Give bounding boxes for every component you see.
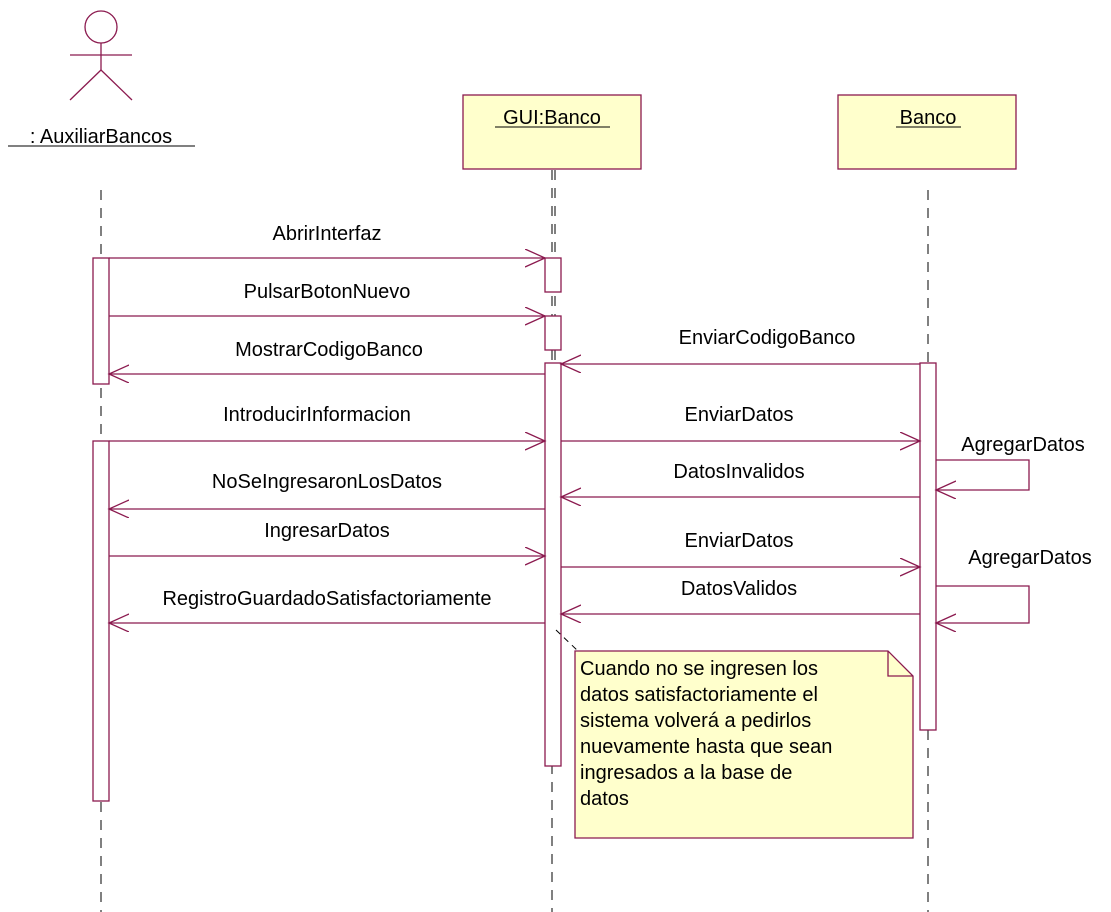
message-arrow-m7 <box>936 459 1030 490</box>
activation-gui-3 <box>544 362 562 767</box>
message-label-m11: EnviarDatos <box>685 530 794 552</box>
message-label-m8: DatosInvalidos <box>673 461 804 483</box>
actor-label: : AuxiliarBancos <box>30 126 172 148</box>
note-fold-corner <box>887 651 913 677</box>
note-text: Cuando no se ingresen los datos satisfac… <box>580 658 833 810</box>
note-anchor-line <box>555 629 579 652</box>
message-label-m1: AbrirInterfaz <box>273 223 382 245</box>
participant-box-gui <box>462 94 642 170</box>
note-box <box>574 650 914 839</box>
message-label-m10: IngresarDatos <box>264 520 390 542</box>
message-label-m3: MostrarCodigoBanco <box>235 339 423 361</box>
message-label-m2: PulsarBotonNuevo <box>244 281 411 303</box>
message-arrow-m12 <box>936 585 1030 623</box>
message-label-m4: EnviarCodigoBanco <box>679 327 856 349</box>
activation-bars <box>92 257 937 802</box>
message-label-m5: IntroducirInformacion <box>223 404 411 426</box>
participant-label-gui: GUI:Banco <box>503 107 601 129</box>
message-label-m13: DatosValidos <box>681 578 797 600</box>
message-labels: AbrirInterfaz PulsarBotonNuevo MostrarCo… <box>162 223 1091 610</box>
activation-gui-2 <box>544 315 562 351</box>
message-label-m14: RegistroGuardadoSatisfactoriamente <box>162 588 491 610</box>
participant-label-banco: Banco <box>900 107 957 129</box>
activation-auxiliar-1 <box>92 257 110 385</box>
activation-auxiliar-2 <box>92 440 110 802</box>
message-label-m7: AgregarDatos <box>961 434 1084 456</box>
message-label-m6: EnviarDatos <box>685 404 794 426</box>
messages <box>109 258 1030 623</box>
activation-gui-1 <box>544 257 562 293</box>
actor-figure-icon <box>69 10 133 101</box>
message-label-m12: AgregarDatos <box>968 547 1091 569</box>
message-label-m9: NoSeIngresaronLosDatos <box>212 471 442 493</box>
participant-box-banco <box>837 94 1017 170</box>
activation-banco-1 <box>919 362 937 731</box>
